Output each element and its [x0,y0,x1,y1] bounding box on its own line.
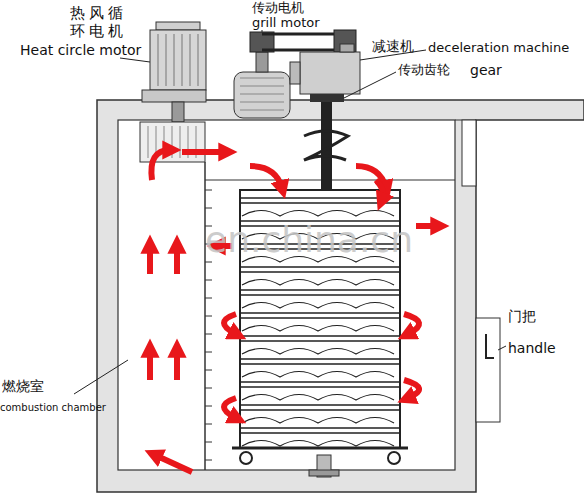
heat-circle-motor [140,22,206,162]
tray-shelf [240,428,400,433]
tray-product [242,441,394,447]
part-label: 传动齿轮 [398,62,450,78]
drive-gear [304,94,348,194]
tray-shelf [240,290,400,295]
tray-product [242,211,394,217]
part-label: 热风循 环电机 [70,4,134,40]
part-label: combustion chamber [0,402,106,414]
leader-line [74,30,506,394]
airflow-arrow [150,150,438,472]
tray-product [242,372,394,378]
part-label: gear [470,62,502,79]
oven-cavity [118,120,455,470]
tray-product [242,326,394,332]
tray-product [242,303,394,309]
part-label: deceleration machine [428,40,569,56]
part-label: 燃烧室 [2,378,44,395]
part-label: Heat circle motor [20,42,141,59]
part-label: 减速机 [372,38,414,55]
tray-shelf [240,405,400,410]
tray-shelf [240,313,400,318]
watermark: en.china.cn [205,218,413,261]
tray-product [242,349,394,355]
tray-product [242,395,394,401]
tray-shelf [240,267,400,272]
oven-wall [97,100,584,492]
tray-product [242,418,394,424]
tray-shelf [240,382,400,387]
part-label: 门把 [508,308,536,325]
door-frame [462,120,476,186]
deceleration-machine [290,44,360,94]
door-handle [476,318,500,422]
bottom-post [309,470,339,476]
part-label: handle [508,340,556,357]
tray-shelf [240,198,400,203]
part-label: 传动电机 [252,0,304,16]
tray-shelf [240,336,400,341]
tray-product [242,280,394,286]
part-label: grill motor [252,15,320,31]
tray-shelf [240,359,400,364]
